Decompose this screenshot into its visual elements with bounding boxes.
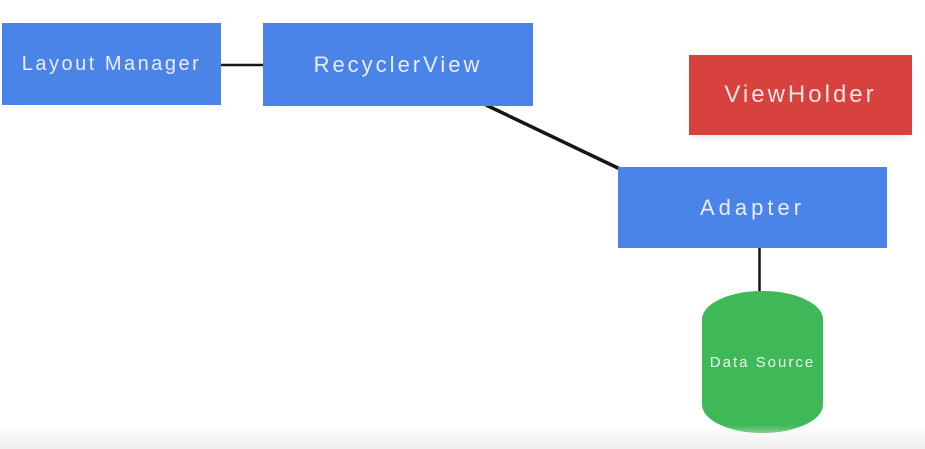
node-layout-manager[interactable]: Layout Manager bbox=[2, 23, 221, 105]
node-viewholder[interactable]: ViewHolder bbox=[689, 55, 912, 135]
footer-gradient-strip bbox=[0, 425, 925, 449]
edge-recyclerview-adapter bbox=[485, 103, 621, 171]
node-layout-manager-label: Layout Manager bbox=[21, 52, 202, 75]
node-adapter-label: Adapter bbox=[699, 194, 806, 220]
node-data-source-label: Data Source bbox=[709, 353, 816, 371]
node-recyclerview-label: RecyclerView bbox=[313, 51, 483, 77]
node-data-source-cylinder[interactable]: Data Source bbox=[702, 291, 823, 433]
node-viewholder-label: ViewHolder bbox=[724, 81, 877, 108]
node-adapter[interactable]: Adapter bbox=[618, 167, 887, 248]
node-recyclerview[interactable]: RecyclerView bbox=[263, 23, 533, 106]
